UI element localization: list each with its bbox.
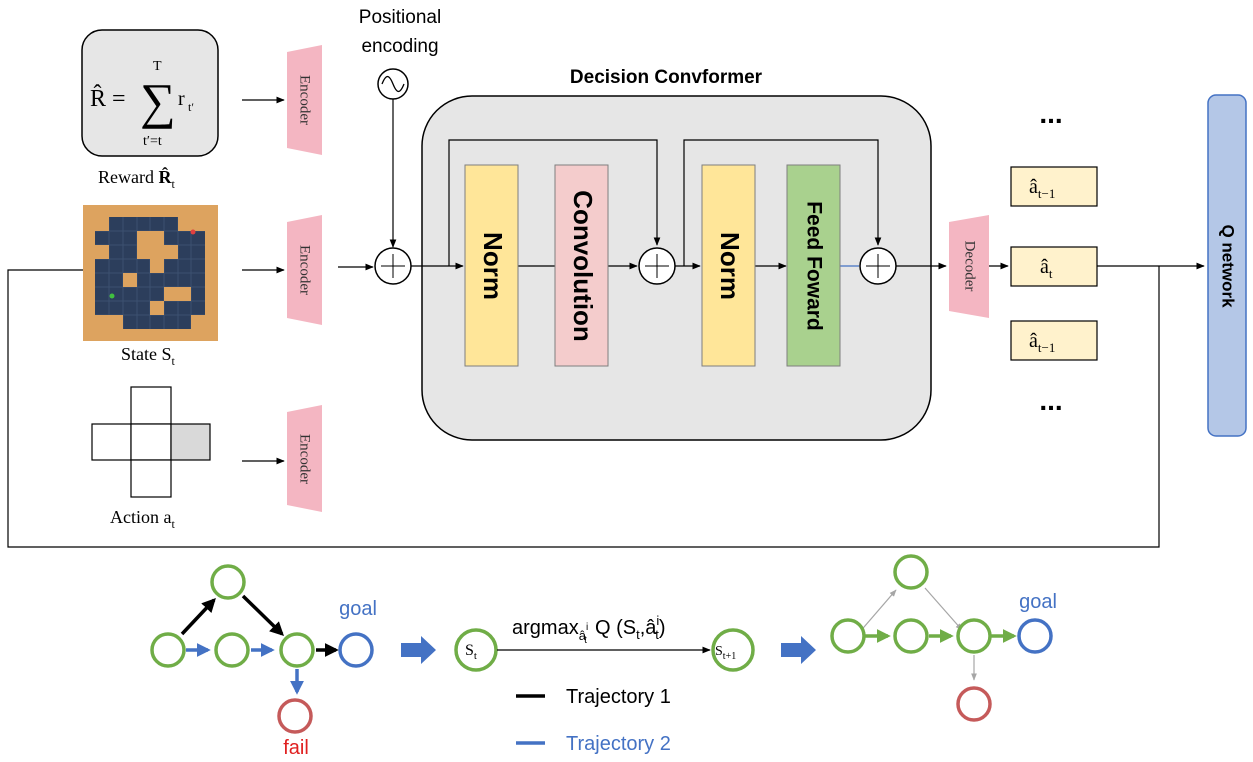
add-circle-icon bbox=[374, 247, 412, 285]
goal-label-left: goal bbox=[339, 598, 377, 620]
legend-traj2: Trajectory 2 bbox=[566, 733, 671, 755]
output-prev-bottom-label: ât−1 bbox=[1029, 330, 1055, 355]
q-network bbox=[1207, 94, 1247, 437]
trajectory-graph-left bbox=[150, 564, 374, 734]
flow-arrow-1 bbox=[401, 636, 436, 664]
add-circle-icon bbox=[859, 247, 897, 285]
action-cross bbox=[91, 386, 211, 498]
reward-box: R̂ = T ∑ t′=t r t′ bbox=[81, 29, 219, 157]
ellipsis-top: ... bbox=[1039, 98, 1062, 129]
decoder-label: Decoder bbox=[962, 241, 978, 292]
positional-label-2: encoding bbox=[361, 36, 438, 57]
convolution-label: Convolution bbox=[568, 190, 598, 342]
output-current-label: ât bbox=[1040, 256, 1053, 281]
output-current bbox=[1010, 246, 1098, 287]
reward-caption: Reward R̂t bbox=[98, 167, 175, 191]
argmax-transition bbox=[454, 628, 755, 672]
encoder-label: Encoder bbox=[297, 434, 313, 484]
sum-top: T bbox=[153, 59, 162, 74]
state-skip-connection bbox=[7, 266, 1160, 548]
sum-term: r bbox=[178, 88, 185, 110]
sum-bottom: t′=t bbox=[143, 134, 162, 149]
feed-forward-layer bbox=[786, 164, 841, 367]
decoder: Decoder bbox=[949, 215, 989, 318]
add-circle-icon bbox=[638, 247, 676, 285]
ellipsis-bottom: ... bbox=[1039, 385, 1062, 416]
sine-wave-icon bbox=[377, 68, 409, 100]
norm-label-2: Norm bbox=[715, 232, 745, 300]
flow-arrow-2 bbox=[781, 636, 816, 664]
fail-label: fail bbox=[283, 737, 309, 759]
legend-traj1: Trajectory 1 bbox=[566, 686, 671, 708]
encoder-label: Encoder bbox=[297, 75, 313, 125]
output-prev-top bbox=[1010, 166, 1098, 207]
encoder-label: Encoder bbox=[297, 245, 313, 295]
sum-symbol: ∑ bbox=[140, 73, 176, 129]
state-caption: State St bbox=[121, 344, 176, 368]
encoder-reward: Encoder bbox=[287, 45, 322, 155]
norm-layer-1 bbox=[464, 164, 519, 367]
output-prev-bottom bbox=[1010, 320, 1098, 361]
feed-forward-label: Feed Foward bbox=[802, 201, 825, 331]
positional-label-1: Positional bbox=[359, 7, 441, 28]
q-network-label: Q network bbox=[1219, 224, 1238, 308]
trajectory-graph-right bbox=[830, 554, 1053, 722]
norm-layer-2 bbox=[701, 164, 756, 367]
goal-label-right: goal bbox=[1019, 591, 1057, 613]
convolution-layer bbox=[554, 164, 609, 367]
encoder-state: Encoder bbox=[287, 215, 322, 325]
st1-label: St+1 bbox=[715, 644, 736, 662]
sum-term-sub: t′ bbox=[188, 100, 194, 114]
block-title: Decision Convformer bbox=[570, 67, 763, 88]
residual-path-2 bbox=[683, 139, 882, 266]
output-prev-top-label: ât−1 bbox=[1029, 176, 1055, 201]
norm-label-1: Norm bbox=[478, 232, 508, 300]
maze-image bbox=[83, 205, 218, 341]
residual-path-1 bbox=[448, 139, 661, 266]
st-label: St bbox=[465, 642, 477, 662]
encoder-action: Encoder bbox=[287, 405, 322, 512]
action-caption: Action at bbox=[110, 507, 175, 531]
reward-formula-lhs: R̂ = bbox=[90, 84, 126, 112]
